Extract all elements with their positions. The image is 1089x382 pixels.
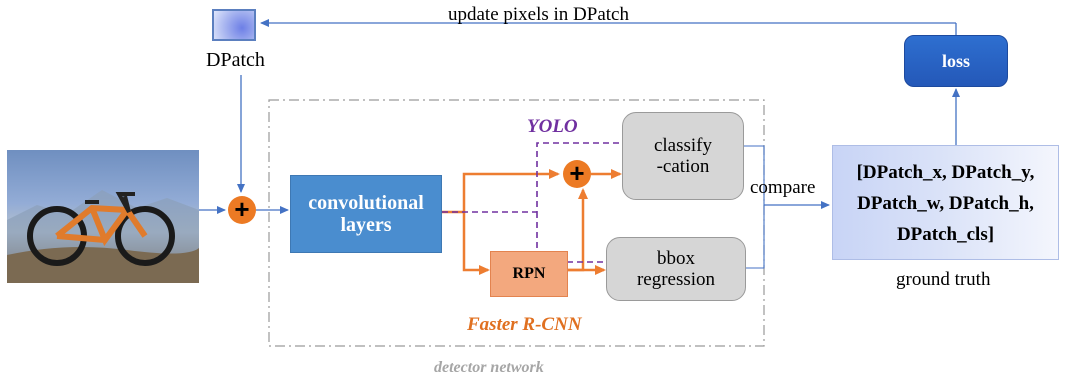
bbox-line2: regression xyxy=(636,269,716,290)
dpatch-thumbnail xyxy=(212,9,256,41)
compare-label: compare xyxy=(750,177,816,198)
update-pixels-label: update pixels in DPatch xyxy=(448,4,629,25)
roi-add-operator: + xyxy=(563,160,591,188)
classify-line2: -cation xyxy=(656,156,710,177)
input-image-bicycle xyxy=(7,150,199,283)
bbox-regression-block: bbox regression xyxy=(606,237,746,301)
rpn-block: RPN xyxy=(490,251,568,297)
conv-line1: convolutional xyxy=(308,192,424,214)
conv-line2: layers xyxy=(340,214,392,236)
classification-block: classify -cation xyxy=(622,112,744,200)
classify-line1: classify xyxy=(653,135,713,156)
bbox-line1: bbox xyxy=(657,248,695,269)
loss-block: loss xyxy=(904,35,1008,87)
faster-rcnn-label: Faster R-CNN xyxy=(467,314,582,335)
detector-network-frame xyxy=(268,99,765,347)
gt-line1: [DPatch_x, DPatch_y, xyxy=(856,162,1035,183)
detector-network-label: detector network xyxy=(434,359,544,376)
gt-line3: DPatch_cls] xyxy=(896,224,995,245)
dpatch-label: DPatch xyxy=(206,49,265,71)
gt-line2: DPatch_w, DPatch_h, xyxy=(857,193,1034,214)
ground-truth-label: ground truth xyxy=(896,269,991,290)
ground-truth-box: [DPatch_x, DPatch_y, DPatch_w, DPatch_h,… xyxy=(832,145,1059,260)
yolo-dashed-path xyxy=(442,142,620,263)
patch-add-operator: + xyxy=(228,196,256,224)
convolutional-layers-block: convolutional layers xyxy=(290,175,442,253)
yolo-label: YOLO xyxy=(527,116,578,137)
